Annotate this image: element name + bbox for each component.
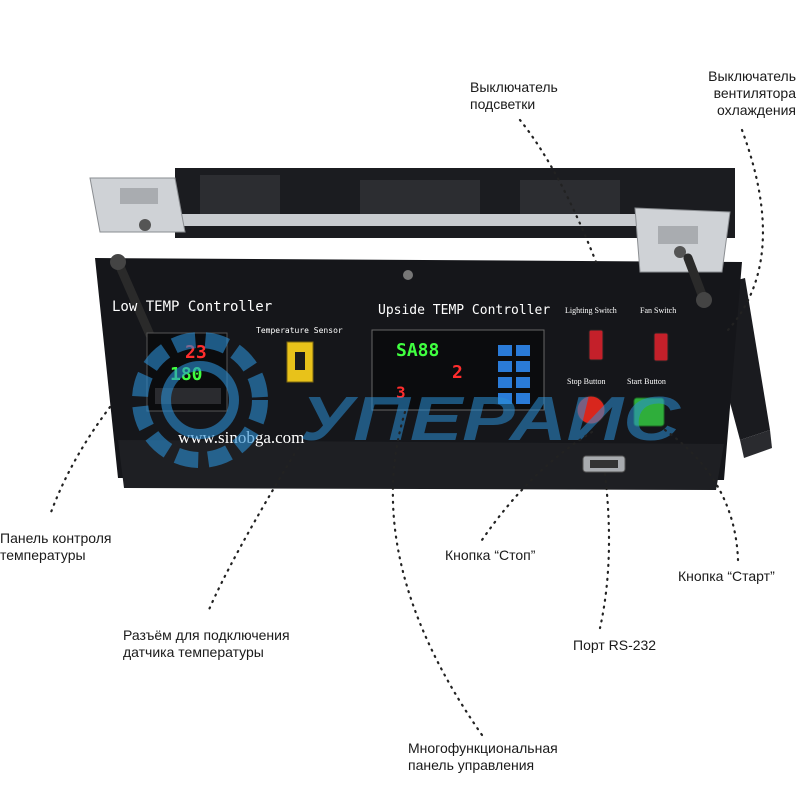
callout-start-button: Кнопка “Старт” xyxy=(678,568,775,584)
top-heater-frame xyxy=(175,168,735,238)
bottom-base xyxy=(118,440,724,490)
stop-button xyxy=(576,395,606,425)
leader-rs232 xyxy=(598,472,611,630)
callout-multifunction-panel: Многофункциональная панель управления xyxy=(408,740,558,773)
lighting-switch xyxy=(588,329,604,361)
leader-lighting xyxy=(518,118,598,264)
leader-sensor xyxy=(206,446,300,614)
right-lever xyxy=(683,253,712,308)
sensor-connector-area: Temperature Sensor xyxy=(256,326,343,383)
start-button-label: Start Button xyxy=(627,377,666,386)
callout-sensor-connector: Разъём для подключения датчика температу… xyxy=(123,627,290,660)
watermark-gear-icon xyxy=(132,332,268,468)
left-lever xyxy=(110,254,155,340)
lighting-switch-label: Lighting Switch xyxy=(565,306,617,315)
fan-switch-label: Fan Switch xyxy=(640,306,676,315)
panel-screw xyxy=(403,270,413,280)
callout-temp-control-panel: Панель контроля температуры xyxy=(0,530,112,563)
leader-temp-panel xyxy=(48,405,112,517)
upper-display-row2: 2 xyxy=(452,362,463,383)
watermark-text: УПЕРАИС xyxy=(300,385,682,454)
callout-stop-button: Кнопка “Стоп” xyxy=(445,547,536,563)
sensor-title: Temperature Sensor xyxy=(256,326,343,335)
leader-start xyxy=(663,428,740,562)
left-bracket xyxy=(89,177,186,233)
callout-lighting-switch: Выключатель подсветки xyxy=(470,79,558,112)
leader-fan xyxy=(726,128,764,332)
fan-switch xyxy=(653,332,669,362)
upper-controller-title: Upside TEMP Controller xyxy=(378,303,550,318)
upper-display-row3: 3 xyxy=(396,383,406,402)
callout-fan-switch: Выключатель вентилятора охлаждения xyxy=(708,68,796,118)
callout-leaders xyxy=(48,118,764,737)
start-button xyxy=(633,397,665,427)
rs232-port xyxy=(582,455,626,473)
lower-controller-title: Low TEMP Controller xyxy=(112,299,272,315)
upper-display-row1: SA88 xyxy=(396,340,439,361)
upper-temp-controller: SA88 2 3 xyxy=(371,329,545,411)
metal-rail xyxy=(150,214,670,226)
upper-keypad xyxy=(498,345,530,404)
callout-rs232-port: Порт RS-232 xyxy=(573,637,657,653)
stop-button-label: Stop Button xyxy=(567,377,605,386)
right-bracket xyxy=(634,207,731,273)
